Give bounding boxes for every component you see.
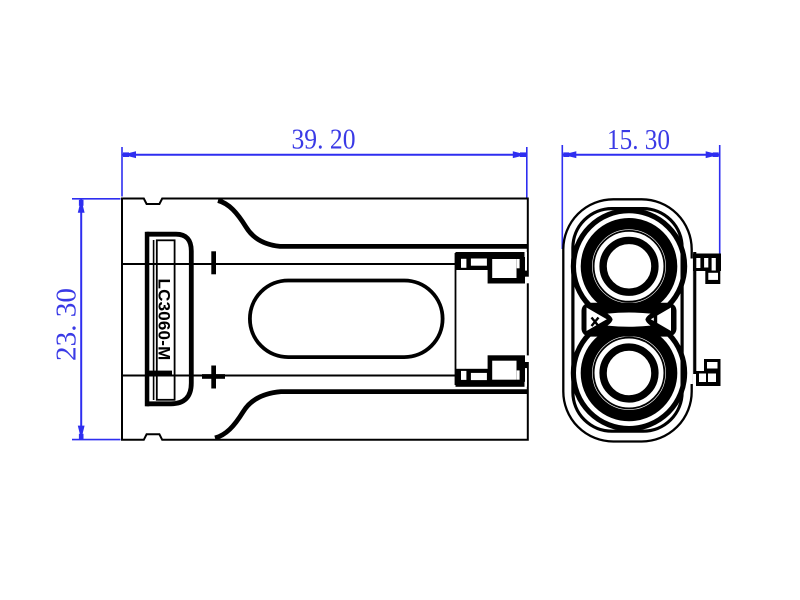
svg-text:23. 30: 23. 30: [52, 288, 83, 361]
svg-text:15. 30: 15. 30: [607, 125, 670, 156]
svg-text:39. 20: 39. 20: [292, 125, 356, 156]
svg-text:LC3060-M: LC3060-M: [154, 279, 173, 361]
